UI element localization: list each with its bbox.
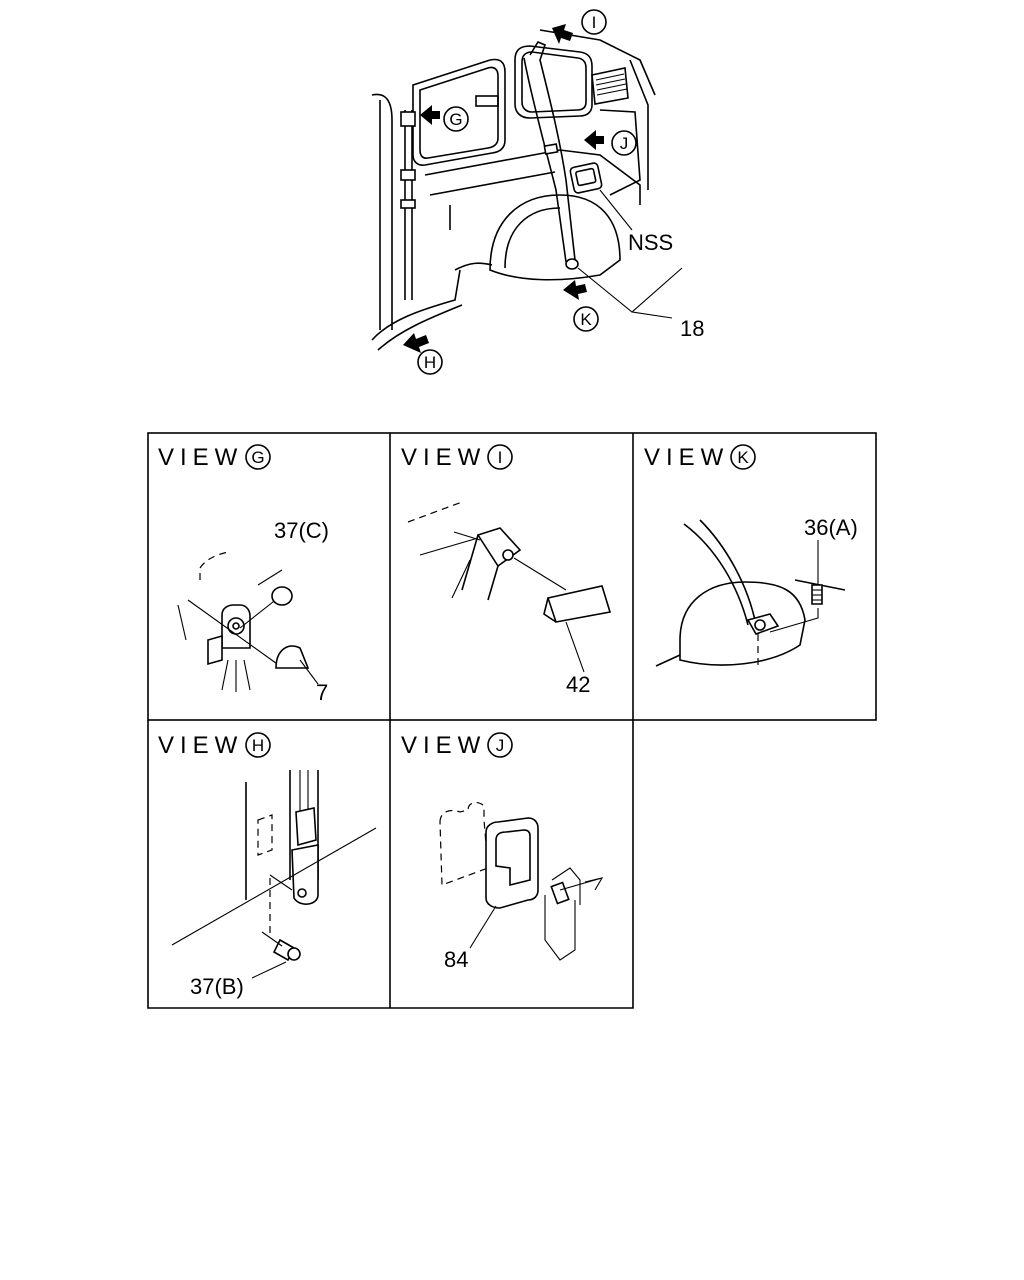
callout-k: K — [573, 306, 599, 332]
callout-h: H — [417, 349, 443, 375]
main-assembly-illustration — [371, 24, 683, 353]
leader-nss — [599, 189, 633, 231]
arrow-h-icon — [403, 333, 429, 353]
view-j-panel: VIEW J 84 — [401, 732, 604, 972]
view-j-letter: J — [496, 736, 505, 755]
label-part-18: 18 — [680, 316, 704, 341]
leader-18 — [577, 267, 683, 313]
view-g-part-2: 7 — [316, 680, 328, 705]
view-k-panel: VIEW K 36(A) — [644, 444, 858, 668]
svg-text:H: H — [424, 353, 436, 372]
view-i-letter: I — [498, 448, 503, 467]
svg-text:K: K — [580, 310, 592, 329]
svg-text:G: G — [449, 110, 462, 129]
callout-i: I — [581, 9, 607, 35]
view-j-part-1: 84 — [444, 947, 468, 972]
view-i-title: VIEW — [401, 444, 486, 471]
view-h-title: VIEW — [158, 732, 243, 759]
view-g-letter: G — [251, 448, 264, 467]
callout-j: J — [611, 130, 637, 156]
view-g-panel: VIEW G 37(C) 7 — [158, 444, 329, 705]
label-nss: NSS — [628, 230, 673, 255]
view-h-panel: VIEW H 37(B) — [158, 732, 377, 999]
view-k-part-1: 36(A) — [804, 515, 858, 540]
arrow-g-icon — [420, 105, 440, 125]
view-j-title: VIEW — [401, 732, 486, 759]
view-k-title: VIEW — [644, 444, 729, 471]
svg-text:J: J — [620, 134, 629, 153]
view-i-panel: VIEW I 42 — [401, 444, 612, 697]
callout-g: G — [443, 106, 469, 132]
view-grid — [147, 432, 877, 1009]
view-g-part-1: 37(C) — [274, 518, 329, 543]
view-h-letter: H — [252, 736, 264, 755]
arrow-i-icon — [552, 24, 573, 44]
view-g-title: VIEW — [158, 444, 243, 471]
view-h-part-1: 37(B) — [190, 974, 244, 999]
arrow-k-icon — [563, 280, 587, 300]
view-i-part-1: 42 — [566, 672, 590, 697]
view-k-letter: K — [737, 448, 749, 467]
svg-text:I: I — [592, 13, 597, 32]
arrow-j-icon — [584, 130, 604, 150]
